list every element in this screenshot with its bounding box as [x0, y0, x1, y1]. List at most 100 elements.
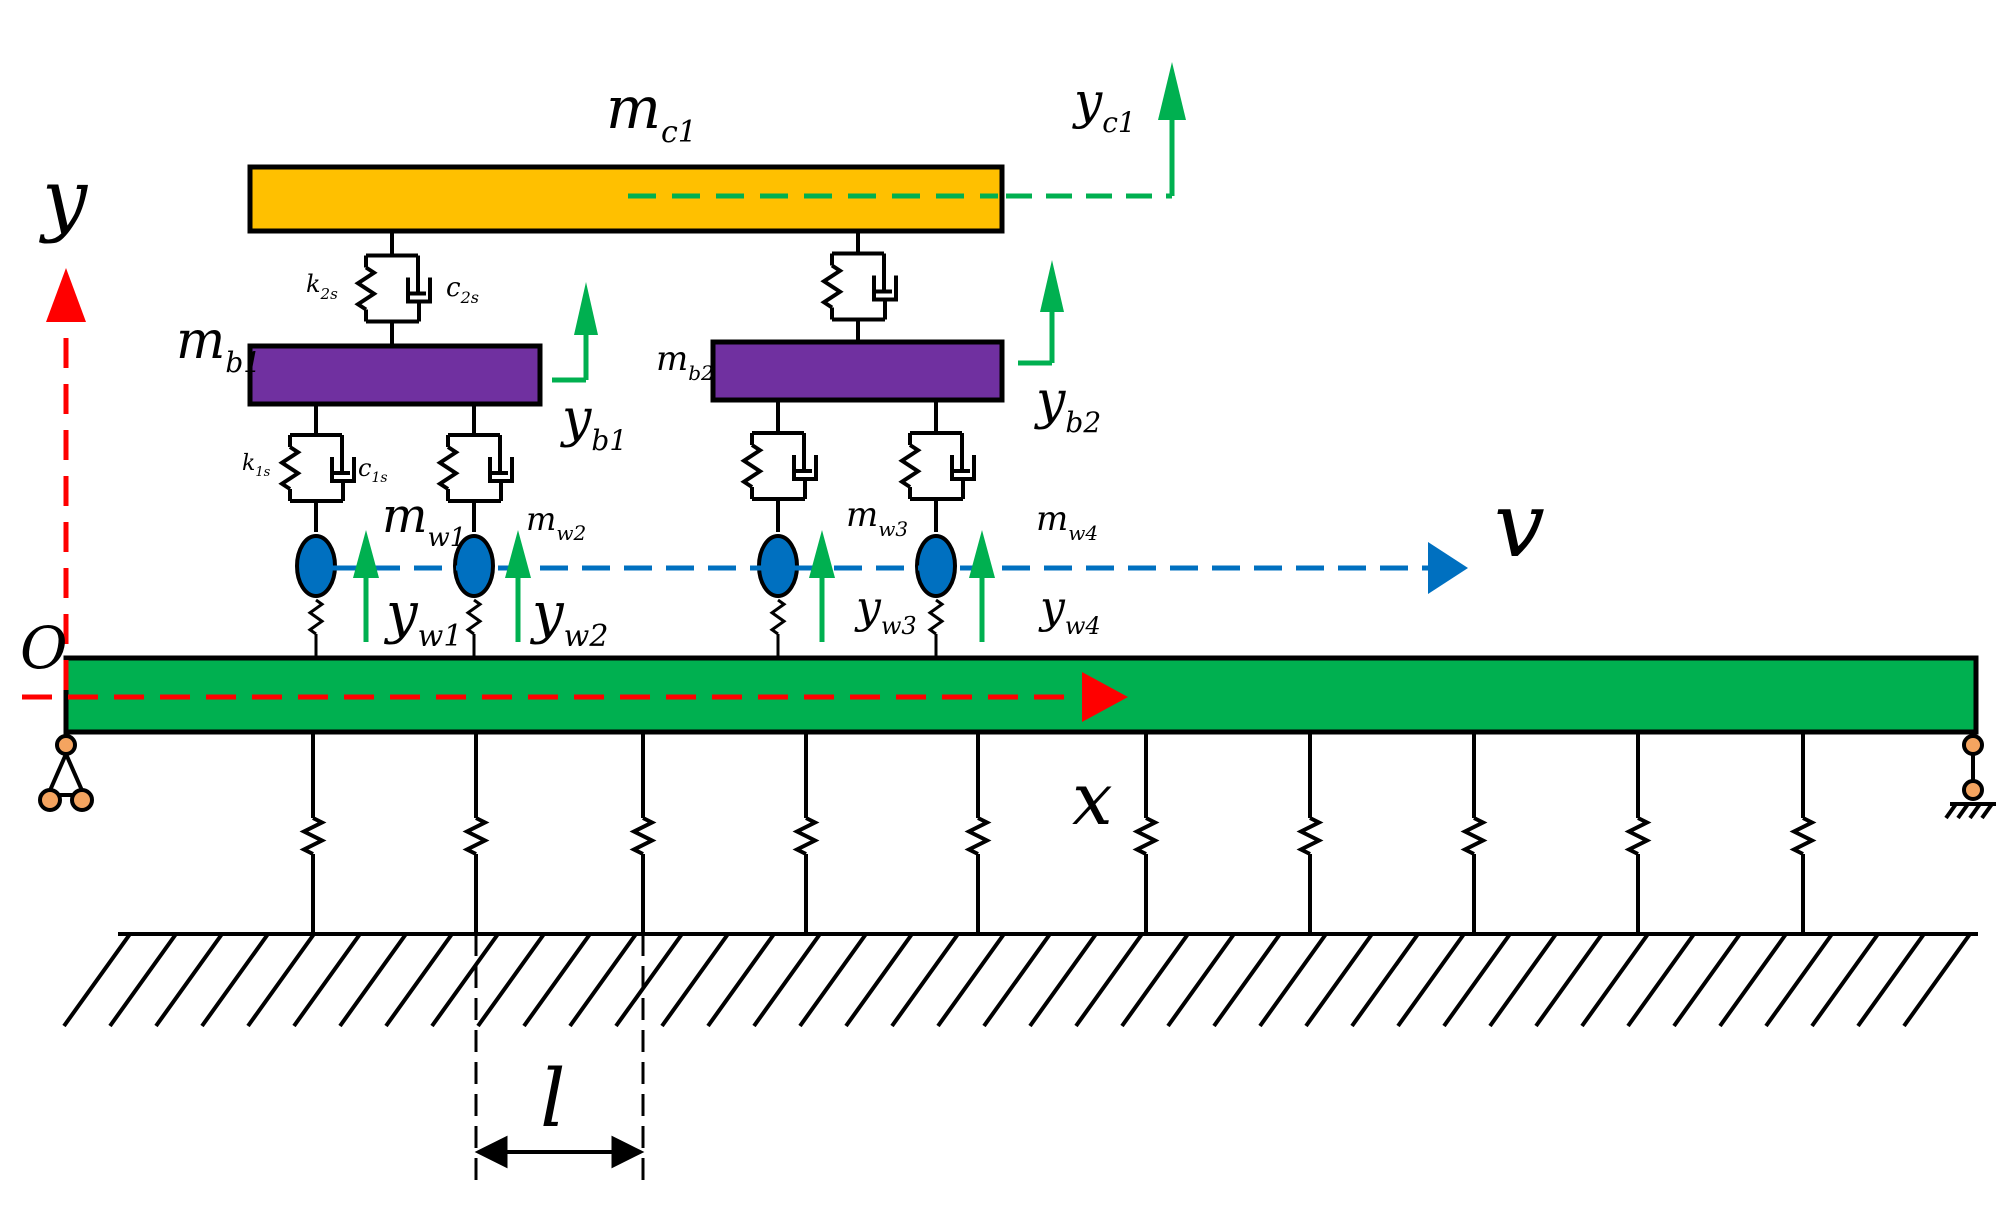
wheel4-displacement-label: yw4: [1038, 582, 1101, 640]
hatch-line: [1120, 932, 1190, 1028]
hatch-line: [1534, 932, 1604, 1028]
hatch-line: [384, 932, 454, 1028]
hatch-line: [1166, 932, 1236, 1028]
bridge-beam: [63, 655, 1979, 735]
bogie2-mass-label: mb2: [656, 339, 714, 385]
wheel-1: [295, 534, 337, 658]
hatch-line: [936, 932, 1006, 1028]
secondary-suspension-1: [354, 231, 432, 346]
wheel1-displacement-arrow: [353, 530, 379, 642]
bogie2-displacement-indicator: [1018, 260, 1064, 366]
wheel4-mass-label: mw4: [1036, 499, 1098, 545]
velocity-arrow: [330, 542, 1468, 594]
hatch-line: [1396, 932, 1466, 1028]
hatch-line: [1672, 932, 1742, 1028]
wheel-4: [915, 534, 957, 658]
hatch-line: [660, 932, 730, 1028]
wheel4-displacement-arrow: [969, 530, 995, 642]
hatch-line: [108, 932, 178, 1028]
hatch-line: [798, 932, 868, 1028]
foundation-spring: [1132, 732, 1160, 934]
foundation-spring: [1789, 732, 1817, 934]
y-axis-label: y: [39, 152, 89, 245]
hatch-line: [1718, 932, 1788, 1028]
wheel2-displacement-label: yw2: [529, 581, 608, 654]
hatch-line: [292, 932, 362, 1028]
hatch-line: [1764, 932, 1834, 1028]
foundation-spring: [1624, 732, 1652, 934]
bogie-2: [710, 339, 1005, 403]
bogie1-mass-label: mb1: [176, 311, 261, 379]
primary-suspension-1: [278, 404, 356, 532]
bogie2-displacement-label: yb2: [1034, 371, 1101, 439]
hatch-line: [1810, 932, 1880, 1028]
hatch-line: [614, 932, 684, 1028]
foundation-spring: [792, 732, 820, 934]
roller-support-right: [1944, 734, 1996, 820]
primary-stiffness-label: k1s: [242, 451, 271, 480]
hatch-line: [752, 932, 822, 1028]
car-body: [247, 164, 1005, 234]
hatch-line: [568, 932, 638, 1028]
hatch-line: [1258, 932, 1328, 1028]
hatch-line: [844, 932, 914, 1028]
pin-support-left: [38, 734, 94, 812]
labels: mc1 yc1 y O x v k2s c2s mb1 mb2 yb1 yb2 …: [20, 72, 1545, 1145]
wheel1-mass-label: mw1: [382, 488, 466, 553]
bogie1-displacement-indicator: [552, 282, 598, 383]
x-axis-label: x: [1072, 757, 1113, 841]
ground: [62, 932, 1978, 1028]
hatch-line: [1902, 932, 1972, 1028]
foundation-spring: [462, 732, 490, 934]
hatch-line: [1488, 932, 1558, 1028]
velocity-arrowhead: [1428, 542, 1468, 594]
hatch-line: [706, 932, 776, 1028]
secondary-stiffness-label: k2s: [306, 270, 338, 303]
secondary-damping-label: c2s: [446, 273, 479, 307]
foundation-spring: [1296, 732, 1324, 934]
bogie-1: [247, 343, 543, 407]
foundation-spring: [1460, 732, 1488, 934]
hatch-line: [1442, 932, 1512, 1028]
hatch-line: [1304, 932, 1374, 1028]
wheel-body: [295, 534, 337, 598]
primary-suspension-3: [740, 400, 818, 532]
hatch-line: [154, 932, 224, 1028]
wheel2-displacement-arrow: [505, 530, 531, 642]
foundation-spring: [964, 732, 992, 934]
hatch-line: [1074, 932, 1144, 1028]
foundation-spring: [629, 732, 657, 934]
hatch-line: [1856, 932, 1926, 1028]
hatch-line: [246, 932, 316, 1028]
hatch-line: [982, 932, 1052, 1028]
wheel3-displacement-label: yw3: [854, 582, 917, 640]
x-axis-arrow: [22, 672, 1128, 722]
y-axis-arrow: [46, 268, 86, 690]
hatch-line: [1212, 932, 1282, 1028]
car-displacement-label: yc1: [1072, 72, 1136, 139]
contact-spring: [465, 598, 483, 636]
wheel3-mass-label: mw3: [846, 495, 908, 541]
hatch-line: [522, 932, 592, 1028]
velocity-label: v: [1494, 473, 1545, 578]
car-mass-label: mc1: [606, 74, 697, 150]
hatch-line: [200, 932, 270, 1028]
origin-label: O: [20, 614, 68, 682]
hatch-line: [62, 932, 132, 1028]
contact-spring: [769, 598, 787, 636]
wheel2-mass-label: mw2: [526, 500, 586, 545]
hatch-line: [1028, 932, 1098, 1028]
hatch-line: [430, 932, 500, 1028]
spacing-label: l: [540, 1052, 566, 1145]
primary-suspension-4: [898, 400, 976, 532]
contact-spring: [927, 598, 945, 636]
primary-damping-label: c1s: [358, 454, 388, 486]
foundation-springs: [299, 732, 1817, 934]
hatch-line: [1580, 932, 1650, 1028]
foundation-spring: [299, 732, 327, 934]
hatch-line: [1350, 932, 1420, 1028]
hatch-line: [338, 932, 408, 1028]
suspensions: [278, 231, 976, 532]
wheel3-displacement-arrow: [809, 530, 835, 642]
